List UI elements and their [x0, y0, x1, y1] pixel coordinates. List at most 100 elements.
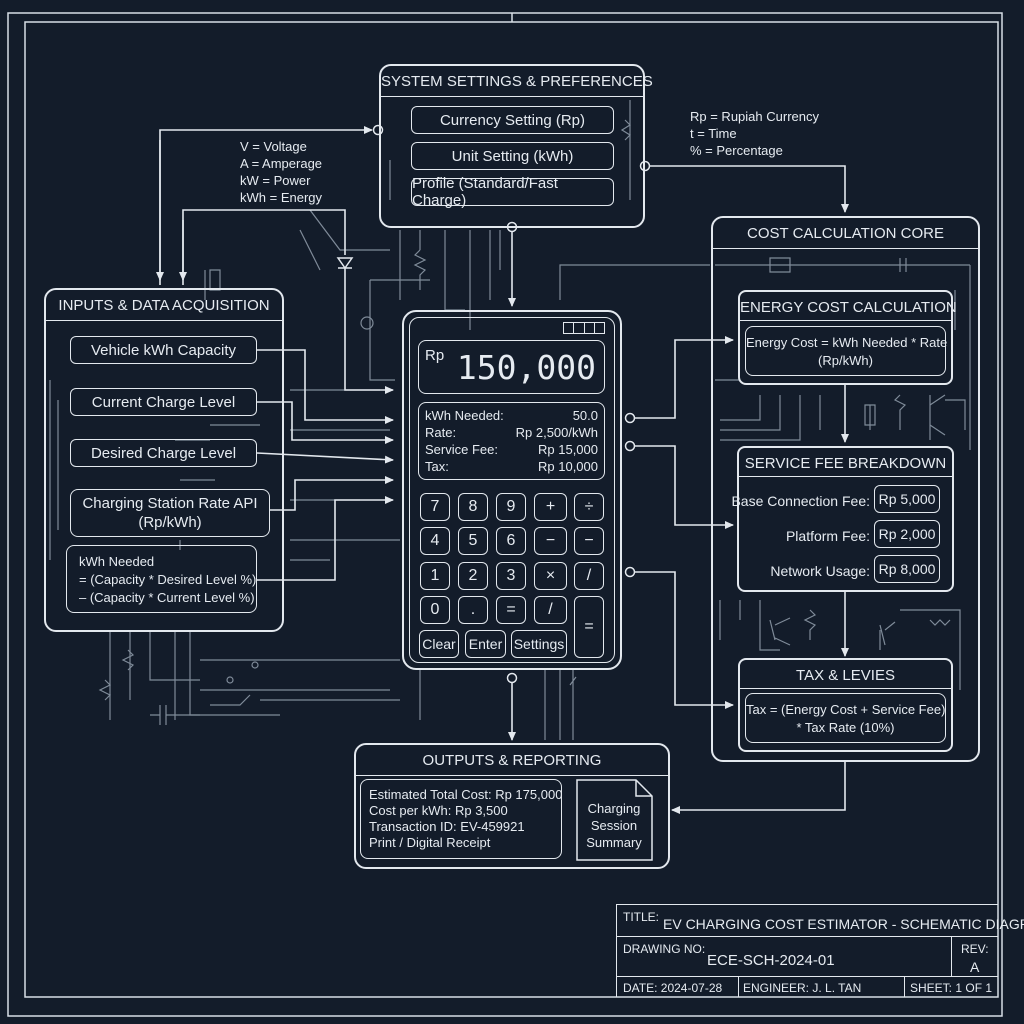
- estimated-total-cost: Estimated Total Cost: Rp 175,000: [369, 787, 563, 802]
- unit-setting-button[interactable]: Unit Setting (kWh): [411, 142, 614, 170]
- revision-label: REV:: [961, 942, 989, 956]
- platform-fee-value: Rp 2,000: [874, 520, 940, 548]
- settings-panel: SYSTEM SETTINGS & PREFERENCES: [379, 64, 653, 228]
- inputs-panel: INPUTS & DATA ACQUISITION: [44, 288, 284, 632]
- desired-charge-level-input[interactable]: Desired Charge Level: [70, 439, 257, 467]
- network-usage-label: Network Usage:: [770, 563, 870, 579]
- detail-rate-label: Rate:: [425, 425, 457, 440]
- energy-cost-formula-box: Energy Cost = kWh Needed * Rate (Rp/kWh): [745, 326, 948, 376]
- base-fee-value: Rp 5,000: [874, 485, 940, 513]
- tax-formula-box: Tax = (Energy Cost + Service Fee) * Tax …: [745, 693, 946, 743]
- cost-calculation-core: COST CALCULATION CORE: [711, 216, 980, 762]
- key-0[interactable]: 0: [420, 596, 450, 624]
- key-4[interactable]: 4: [420, 527, 450, 555]
- current-charge-level-input[interactable]: Current Charge Level: [70, 388, 257, 416]
- key-minus[interactable]: −: [534, 527, 567, 555]
- tax-formula-line2: * Tax Rate (10%): [796, 720, 895, 735]
- core-title: COST CALCULATION CORE: [747, 225, 944, 242]
- tax-title: TAX & LEVIES: [796, 667, 895, 684]
- key-6[interactable]: 6: [496, 527, 526, 555]
- diode-symbol: [336, 257, 354, 270]
- service-fee-panel: SERVICE FEE BREAKDOWN Base Connection Fe…: [731, 446, 954, 592]
- key-decimal[interactable]: .: [458, 596, 488, 624]
- detail-service-fee-label: Service Fee:: [425, 442, 498, 457]
- detail-tax-label: Tax:: [425, 459, 449, 474]
- detail-tax-value: Rp 10,000: [538, 459, 598, 474]
- calculator-details-panel: kWh Needed: 50.0 Rate: Rp 2,500/kWh Serv…: [418, 402, 605, 480]
- doc-line1: Charging: [587, 801, 641, 816]
- key-slash-2[interactable]: /: [534, 596, 567, 624]
- key-5[interactable]: 5: [458, 527, 488, 555]
- legend-rupiah: Rp = Rupiah Currency: [690, 109, 819, 124]
- key-equals-small[interactable]: =: [496, 596, 526, 624]
- detail-rate-value: Rp 2,500/kWh: [515, 425, 598, 440]
- profile-setting-button[interactable]: Profile (Standard/Fast Charge): [411, 175, 614, 209]
- legend-energy: kWh = Energy: [240, 190, 323, 205]
- cost-per-kwh: Cost per kWh: Rp 3,500: [369, 803, 508, 818]
- legend-power: kW = Power: [240, 173, 311, 188]
- rate-api-label: Charging Station Rate API: [82, 495, 258, 512]
- service-fee-title: SERVICE FEE BREAKDOWN: [744, 455, 947, 472]
- settings-title: SYSTEM SETTINGS & PREFERENCES: [381, 73, 653, 90]
- doc-line3: Summary: [586, 835, 642, 850]
- outputs-title: OUTPUTS & REPORTING: [422, 752, 602, 769]
- receipt-option[interactable]: Print / Digital Receipt: [369, 835, 491, 850]
- detail-kwh-label: kWh Needed:: [425, 408, 504, 423]
- detail-kwh-value: 50.0: [572, 408, 598, 423]
- detail-service-fee-value: Rp 15,000: [538, 442, 598, 457]
- energy-cost-title: ENERGY COST CALCULATION: [740, 299, 957, 316]
- battery-indicator: [563, 322, 605, 334]
- key-7[interactable]: 7: [420, 493, 450, 521]
- key-3[interactable]: 3: [496, 562, 526, 590]
- outputs-panel: OUTPUTS & REPORTING: [354, 743, 670, 869]
- drawing-number-label: DRAWING NO:: [623, 942, 706, 956]
- key-divide[interactable]: ÷: [574, 493, 604, 521]
- title-label: TITLE:: [623, 910, 660, 924]
- drawing-number-value: ECE-SCH-2024-01: [707, 952, 835, 969]
- key-8[interactable]: 8: [458, 493, 488, 521]
- tax-levies-panel: TAX & LEVIES Tax = (Energy Cost + Servic…: [738, 658, 953, 752]
- kwh-needed-formula-box: kWh Needed = (Capacity * Desired Level %…: [66, 545, 257, 613]
- key-1[interactable]: 1: [420, 562, 450, 590]
- display-value: 150,000: [456, 348, 596, 387]
- rate-api-box[interactable]: Charging Station Rate API (Rp/kWh): [70, 489, 270, 537]
- enter-button[interactable]: Enter: [465, 630, 506, 658]
- kwh-formula-line3: – (Capacity * Current Level %): [79, 590, 255, 605]
- kwh-formula-line2: = (Capacity * Desired Level %): [79, 572, 257, 587]
- legend-percentage: % = Percentage: [690, 143, 783, 158]
- legend-voltage: V = Voltage: [240, 139, 307, 154]
- signal-arrows: [156, 126, 849, 814]
- transaction-id: Transaction ID: EV-459921: [369, 819, 525, 834]
- network-usage-value: Rp 8,000: [874, 555, 940, 583]
- legend-time: t = Time: [690, 126, 737, 141]
- revision-value: A: [970, 959, 980, 975]
- key-9[interactable]: 9: [496, 493, 526, 521]
- drawing-frame: [7, 12, 1003, 1017]
- platform-fee-label: Platform Fee:: [785, 528, 870, 544]
- tax-formula-line1: Tax = (Energy Cost + Service Fee): [746, 702, 946, 717]
- vehicle-capacity-input[interactable]: Vehicle kWh Capacity: [70, 336, 257, 364]
- energy-formula-line2: (Rp/kWh): [818, 353, 873, 368]
- clear-button[interactable]: Clear: [419, 630, 459, 658]
- currency-setting-button[interactable]: Currency Setting (Rp): [411, 106, 614, 134]
- key-plus[interactable]: +: [534, 493, 567, 521]
- calculator-display: Rp 150,000: [418, 340, 605, 394]
- rate-api-unit: (Rp/kWh): [138, 514, 202, 531]
- document-icon[interactable]: [576, 779, 654, 861]
- settings-button[interactable]: Settings: [511, 630, 567, 658]
- sheet-field: SHEET: 1 OF 1: [910, 981, 993, 995]
- key-multiply[interactable]: ×: [534, 562, 567, 590]
- key-slash[interactable]: /: [574, 562, 604, 590]
- output-summary-box: Estimated Total Cost: Rp 175,000 Cost pe…: [360, 779, 562, 859]
- calculator-device: [402, 310, 622, 670]
- background-circuitry: [49, 100, 971, 740]
- energy-formula-line1: Energy Cost = kWh Needed * Rate: [746, 335, 948, 350]
- key-minus-2[interactable]: −: [574, 527, 604, 555]
- inputs-title: INPUTS & DATA ACQUISITION: [58, 297, 270, 314]
- doc-line2: Session: [590, 818, 638, 833]
- kwh-formula-line1: kWh Needed: [79, 554, 155, 569]
- key-2[interactable]: 2: [458, 562, 488, 590]
- key-equals-large[interactable]: =: [574, 596, 604, 658]
